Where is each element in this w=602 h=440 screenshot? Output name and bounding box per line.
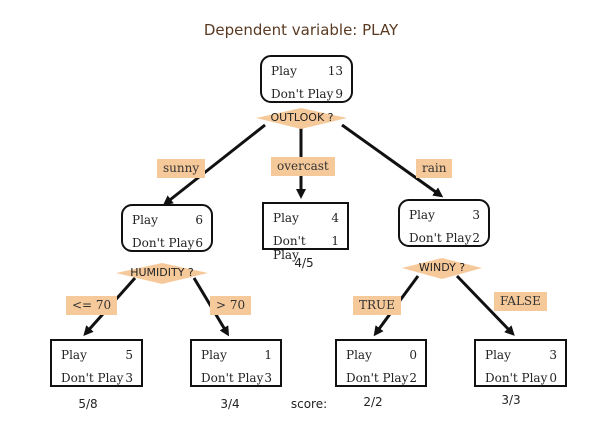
- count-play: 4: [331, 211, 339, 225]
- branch-label-rain: rain: [416, 159, 453, 178]
- split-diamond-outlook: [256, 108, 347, 129]
- count-dont-play: 1: [331, 234, 339, 248]
- score-le70: 5/8: [78, 397, 98, 411]
- branch-label-true: TRUE: [353, 296, 401, 315]
- label-play: Play: [409, 208, 435, 222]
- label-dont-play: Don't Play: [346, 371, 409, 385]
- score-label: score:: [290, 397, 328, 411]
- label-play: Play: [132, 213, 158, 227]
- node-overcast: Play 4 Don't Play 1: [262, 202, 349, 262]
- label-dont-play: Don't Play: [201, 371, 264, 385]
- split-diamond-windy: [402, 258, 482, 279]
- label-dont-play: Don't Play: [485, 371, 548, 385]
- count-play: 3: [472, 208, 480, 222]
- count-dont-play: 3: [264, 371, 272, 385]
- label-dont-play: Don't Play: [271, 87, 334, 101]
- count-dont-play: 2: [472, 231, 480, 245]
- label-play: Play: [346, 348, 372, 362]
- edge-root-sunny: [162, 123, 266, 206]
- branch-label-sunny: sunny: [157, 159, 206, 178]
- label-dont-play: Don't Play: [273, 234, 306, 262]
- branch-label-gt70: > 70: [210, 296, 252, 315]
- count-play: 0: [409, 348, 417, 362]
- count-dont-play: 9: [335, 87, 343, 101]
- label-dont-play: Don't Play: [61, 371, 124, 385]
- label-play: Play: [273, 211, 299, 225]
- label-play: Play: [485, 348, 511, 362]
- count-play: 6: [195, 213, 203, 227]
- score-windy-false: 3/3: [501, 393, 521, 407]
- label-play: Play: [271, 64, 297, 78]
- label-play: Play: [201, 348, 227, 362]
- branch-label-false: FALSE: [494, 292, 547, 311]
- split-label-windy: WINDY ?: [418, 261, 466, 274]
- diagram-title: Dependent variable: PLAY: [203, 21, 399, 39]
- score-windy-true: 2/2: [363, 395, 383, 409]
- branch-label-overcast: overcast: [271, 157, 335, 176]
- label-dont-play: Don't Play: [132, 236, 195, 250]
- score-overcast: 4/5: [294, 256, 314, 270]
- edge-rain-false: [455, 274, 515, 336]
- count-play: 3: [549, 348, 557, 362]
- label-dont-play: Don't Play: [409, 231, 472, 245]
- split-label-outlook: OUTLOOK ?: [270, 111, 334, 124]
- count-play: 13: [327, 64, 343, 78]
- edge-root-rain: [341, 123, 444, 198]
- count-dont-play: 6: [195, 236, 203, 250]
- count-play: 1: [264, 348, 272, 362]
- label-play: Play: [61, 348, 87, 362]
- count-play: 5: [125, 348, 133, 362]
- split-label-humidity: HUMIDITY ?: [130, 266, 194, 279]
- split-diamond-humidity: [116, 263, 208, 284]
- count-dont-play: 3: [125, 371, 133, 385]
- count-dont-play: 0: [549, 371, 557, 385]
- branch-label-le70: <= 70: [66, 296, 118, 315]
- count-dont-play: 2: [409, 371, 417, 385]
- score-gt70: 3/4: [220, 397, 240, 411]
